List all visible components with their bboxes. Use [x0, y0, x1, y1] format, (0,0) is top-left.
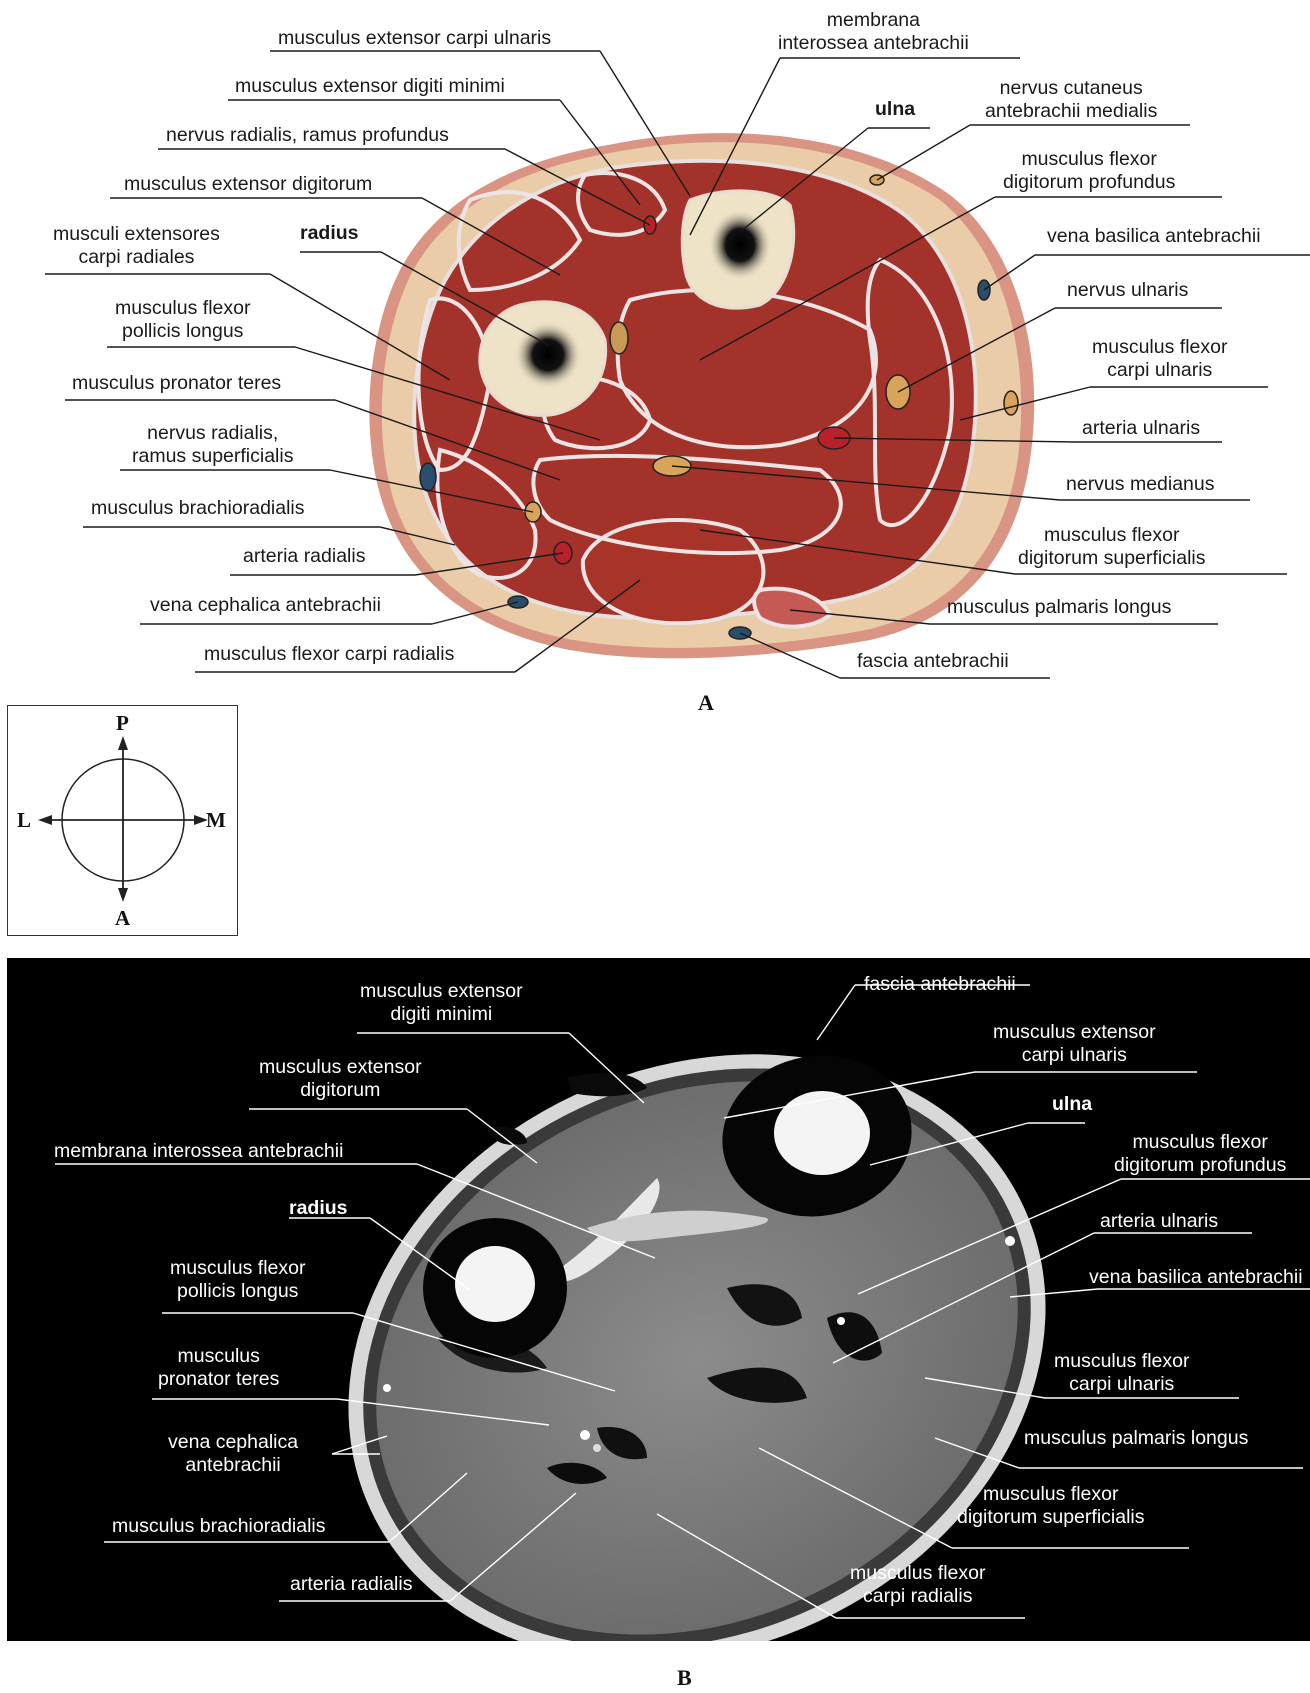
- mri-label-ulna: ulna: [1052, 1093, 1092, 1116]
- label-flexor-carpi-radialis: musculus flexor carpi radialis: [204, 643, 454, 666]
- label-ulna: ulna: [875, 98, 915, 121]
- mri-label-vena-cephalica: vena cephalica antebrachii: [168, 1431, 298, 1477]
- label-brachioradialis: musculus brachioradialis: [91, 497, 305, 520]
- mri-label-extensor-digiti-minimi: musculus extensor digiti minimi: [360, 980, 523, 1026]
- orientation-compass: P A L M: [7, 705, 238, 936]
- label-flexor-digitorum-superficialis: musculus flexor digitorum superficialis: [1018, 524, 1206, 570]
- label-vena-basilica: vena basilica antebrachii: [1047, 225, 1261, 248]
- mri-label-fascia: fascia antebrachii: [864, 973, 1016, 996]
- compass-graphic: [8, 706, 236, 934]
- label-fascia: fascia antebrachii: [857, 650, 1009, 673]
- mri-label-extensor-digitorum: musculus extensor digitorum: [259, 1056, 422, 1102]
- label-nervus-ulnaris: nervus ulnaris: [1067, 279, 1188, 302]
- mri-label-flexor-digitorum-profundus: musculus flexor digitorum profundus: [1114, 1131, 1286, 1177]
- label-arteria-radialis: arteria radialis: [243, 545, 365, 568]
- panel-b-letter: B: [677, 1665, 692, 1691]
- label-arteria-ulnaris: arteria ulnaris: [1082, 417, 1200, 440]
- mri-label-flexor-digitorum-superficialis: musculus flexor digitorum superficialis: [957, 1483, 1145, 1529]
- label-cutaneus-medialis: nervus cutaneus antebrachii medialis: [985, 77, 1157, 123]
- label-flexor-digitorum-profundus: musculus flexor digitorum profundus: [1003, 148, 1175, 194]
- compass-top: P: [116, 711, 129, 736]
- label-extensor-carpi-ulnaris: musculus extensor carpi ulnaris: [278, 27, 551, 50]
- label-membrana-interossea: membrana interossea antebrachii: [778, 9, 969, 55]
- mri-label-extensor-carpi-ulnaris: musculus extensor carpi ulnaris: [993, 1021, 1156, 1067]
- label-pronator-teres: musculus pronator teres: [72, 372, 281, 395]
- ulna-marrow: [708, 209, 772, 281]
- mri-label-arteria-ulnaris: arteria ulnaris: [1100, 1210, 1218, 1233]
- label-radialis-profundus: nervus radialis, ramus profundus: [166, 124, 449, 147]
- mri-label-pronator-teres: musculus pronator teres: [158, 1345, 279, 1391]
- compass-left: L: [17, 808, 31, 833]
- label-radius: radius: [300, 222, 359, 245]
- label-flexor-pollicis-longus: musculus flexor pollicis longus: [115, 297, 250, 343]
- label-nervus-medianus: nervus medianus: [1066, 473, 1215, 496]
- mri-label-arteria-radialis: arteria radialis: [290, 1573, 412, 1596]
- mri-label-palmaris-longus: musculus palmaris longus: [1024, 1427, 1248, 1450]
- mri-label-flexor-carpi-radialis: musculus flexor carpi radialis: [850, 1562, 985, 1608]
- label-vena-cephalica: vena cephalica antebrachii: [150, 594, 381, 617]
- label-radialis-superficialis: nervus radialis, ramus superficialis: [132, 422, 293, 468]
- compass-right: M: [206, 808, 226, 833]
- panel-a-letter: A: [698, 690, 714, 716]
- label-palmaris-longus: musculus palmaris longus: [947, 596, 1171, 619]
- mri-label-flexor-pollicis-longus: musculus flexor pollicis longus: [170, 1257, 305, 1303]
- label-extensor-digiti-minimi: musculus extensor digiti minimi: [235, 75, 505, 98]
- mri-label-vena-basilica: vena basilica antebrachii: [1089, 1266, 1303, 1289]
- mri-label-radius: radius: [289, 1197, 348, 1220]
- label-extensor-digitorum: musculus extensor digitorum: [124, 173, 372, 196]
- mri-label-membrana-interossea: membrana interossea antebrachii: [54, 1140, 343, 1163]
- label-extensores-carpi-radiales: musculi extensores carpi radiales: [53, 223, 220, 269]
- compass-bottom: A: [115, 906, 130, 931]
- label-flexor-carpi-ulnaris: musculus flexor carpi ulnaris: [1092, 336, 1227, 382]
- mri-label-flexor-carpi-ulnaris: musculus flexor carpi ulnaris: [1054, 1350, 1189, 1396]
- mri-label-brachioradialis: musculus brachioradialis: [112, 1515, 326, 1538]
